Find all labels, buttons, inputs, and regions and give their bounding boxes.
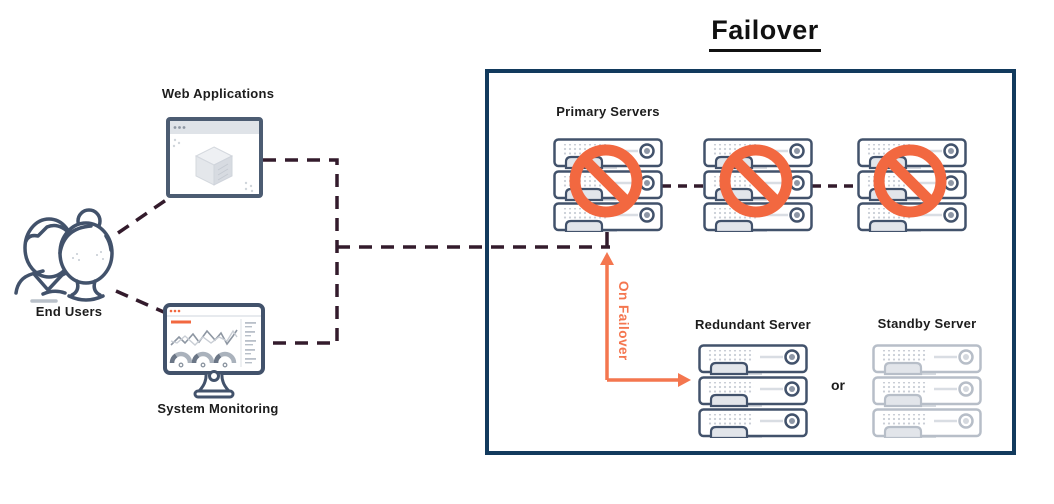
diagram-title: Failover xyxy=(703,15,827,52)
primary-server-stack-2 xyxy=(703,138,813,232)
standby-server-label: Standby Server xyxy=(877,316,977,331)
end-users-icon xyxy=(14,208,114,303)
failover-boundary-box xyxy=(485,69,1016,455)
primary-servers-label: Primary Servers xyxy=(556,104,660,119)
redundant-server-stack xyxy=(698,344,808,438)
or-label: or xyxy=(831,377,845,393)
end-users-label: End Users xyxy=(35,304,103,319)
system-monitoring-label: System Monitoring xyxy=(157,401,279,416)
redundant-server-label: Redundant Server xyxy=(695,317,811,332)
connector-webapps-elbow xyxy=(263,158,339,345)
web-applications-icon xyxy=(166,117,263,198)
on-failover-arrow xyxy=(600,252,691,387)
primary-server-stack-1 xyxy=(553,138,663,232)
system-monitoring-icon xyxy=(163,303,265,399)
on-failover-label: On Failover xyxy=(616,281,631,361)
web-applications-label: Web Applications xyxy=(161,86,275,101)
connector-endusers-to-webapps xyxy=(117,196,170,235)
connector-endusers-to-monitoring xyxy=(115,289,167,315)
primary-server-stack-3 xyxy=(857,138,967,232)
standby-server-stack xyxy=(872,344,982,438)
